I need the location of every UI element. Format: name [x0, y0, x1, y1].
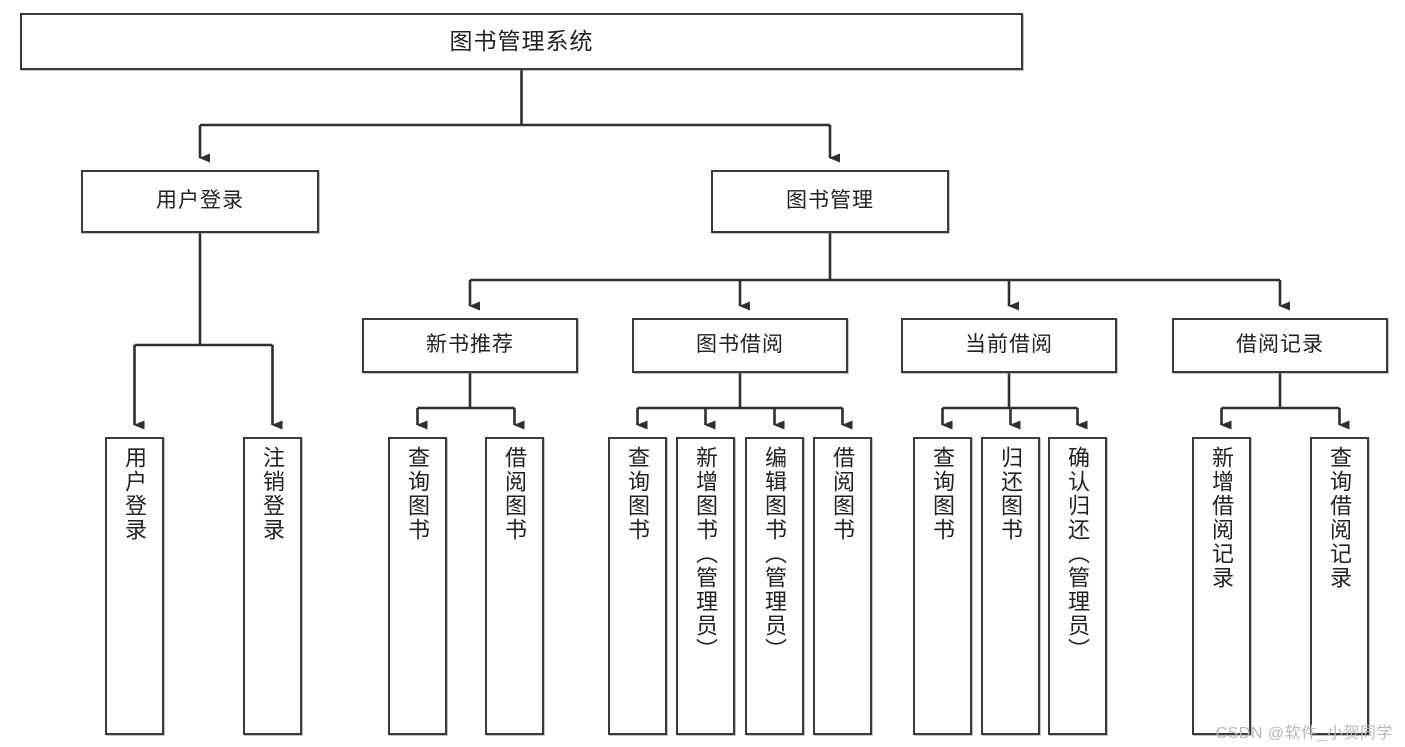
node-label: 新书推荐 — [426, 333, 514, 357]
node-root[interactable]: 图书管理系统 — [20, 13, 1023, 70]
node-label: 图书管理系统 — [449, 28, 594, 55]
node-label: 用户登录 — [156, 189, 244, 213]
node-leaf-borrow-book-2[interactable]: 借阅图书 — [813, 437, 872, 735]
node-current-borrow[interactable]: 当前借阅 — [901, 318, 1117, 373]
node-leaf-add-book[interactable]: 新增图书（管理员） — [676, 437, 735, 735]
node-user-login[interactable]: 用户登录 — [81, 170, 319, 233]
node-leaf-add-record[interactable]: 新增借阅记录 — [1192, 437, 1251, 735]
node-label: 注销登录 — [260, 446, 286, 542]
node-label: 查询图书 — [625, 446, 651, 542]
node-label: 新增借阅记录 — [1209, 446, 1235, 590]
node-label: 用户登录 — [122, 446, 148, 542]
node-leaf-borrow-book-1[interactable]: 借阅图书 — [485, 437, 544, 735]
node-leaf-logout[interactable]: 注销登录 — [243, 437, 302, 735]
node-leaf-query-book-1[interactable]: 查询图书 — [388, 437, 447, 735]
node-leaf-query-book-3[interactable]: 查询图书 — [913, 437, 972, 735]
node-label: 借阅图书 — [502, 446, 528, 542]
node-book-borrow[interactable]: 图书借阅 — [632, 318, 848, 373]
node-label: 编辑图书（管理员） — [762, 446, 788, 662]
node-label: 借阅记录 — [1236, 333, 1324, 357]
node-label: 新增图书（管理员） — [693, 446, 719, 662]
node-leaf-confirm-return[interactable]: 确认归还（管理员） — [1048, 437, 1107, 735]
node-label: 当前借阅 — [965, 333, 1053, 357]
node-borrow-record[interactable]: 借阅记录 — [1172, 318, 1388, 373]
node-label: 图书管理 — [786, 189, 874, 213]
node-label: 归还图书 — [998, 446, 1024, 542]
node-leaf-query-book-2[interactable]: 查询图书 — [608, 437, 667, 735]
node-label: 借阅图书 — [830, 446, 856, 542]
node-leaf-edit-book[interactable]: 编辑图书（管理员） — [745, 437, 804, 735]
node-leaf-user-login[interactable]: 用户登录 — [105, 437, 164, 735]
node-book-manage[interactable]: 图书管理 — [711, 170, 949, 233]
node-label: 查询借阅记录 — [1327, 446, 1353, 590]
node-label: 查询图书 — [930, 446, 956, 542]
node-label: 查询图书 — [405, 446, 431, 542]
node-new-book-rec[interactable]: 新书推荐 — [362, 318, 578, 373]
node-leaf-return-book[interactable]: 归还图书 — [981, 437, 1040, 735]
node-leaf-query-record[interactable]: 查询借阅记录 — [1310, 437, 1369, 735]
node-label: 图书借阅 — [696, 333, 784, 357]
node-label: 确认归还（管理员） — [1065, 446, 1091, 662]
